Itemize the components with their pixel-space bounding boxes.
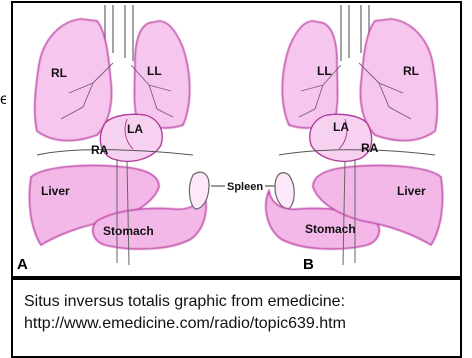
panel-b-right-lung: [361, 19, 438, 141]
panel-a-left-atrium-label: LA: [127, 122, 143, 136]
panel-a-letter: A: [17, 256, 28, 273]
panel-a: RL LL LA RA Liver Stomach A: [17, 5, 209, 273]
panel-a-right-atrium-label: RA: [91, 143, 109, 157]
caption: Situs inversus totalis graphic from emed…: [24, 291, 454, 335]
panel-a-great-vessels: [105, 5, 133, 61]
spleen-label: Spleen: [227, 181, 263, 193]
panel-a-right-lung-label: RL: [51, 66, 67, 80]
panel-a-right-lung: [35, 19, 112, 141]
panel-a-stomach-label: Stomach: [103, 224, 154, 238]
edge-mark-text: e: [0, 90, 6, 110]
panel-b-right-lung-label: RL: [403, 64, 419, 78]
panel-b-liver-label: Liver: [397, 184, 426, 198]
panel-b-letter: B: [303, 256, 314, 273]
situs-inversus-diagram: RL LL LA RA Liver Stomach A Spleen: [13, 3, 460, 276]
panel-b-spleen: [275, 173, 294, 209]
caption-line-1: Situs inversus totalis graphic from emed…: [24, 291, 454, 313]
panel-b-left-lung-label: LL: [317, 64, 332, 78]
caption-box: Situs inversus totalis graphic from emed…: [11, 278, 462, 358]
panel-b-left-atrium-label: LA: [333, 120, 349, 134]
panel-b-right-atrium-label: RA: [361, 141, 379, 155]
panel-b: LL RL LA RA Liver Stomach B: [266, 5, 443, 273]
panel-b-stomach-label: Stomach: [305, 222, 356, 236]
anatomy-figure: RL LL LA RA Liver Stomach A Spleen: [11, 1, 462, 278]
panel-a-left-lung-label: LL: [147, 64, 162, 78]
panel-a-liver-label: Liver: [41, 184, 70, 198]
caption-line-2: http://www.emedicine.com/radio/topic639.…: [24, 313, 454, 335]
